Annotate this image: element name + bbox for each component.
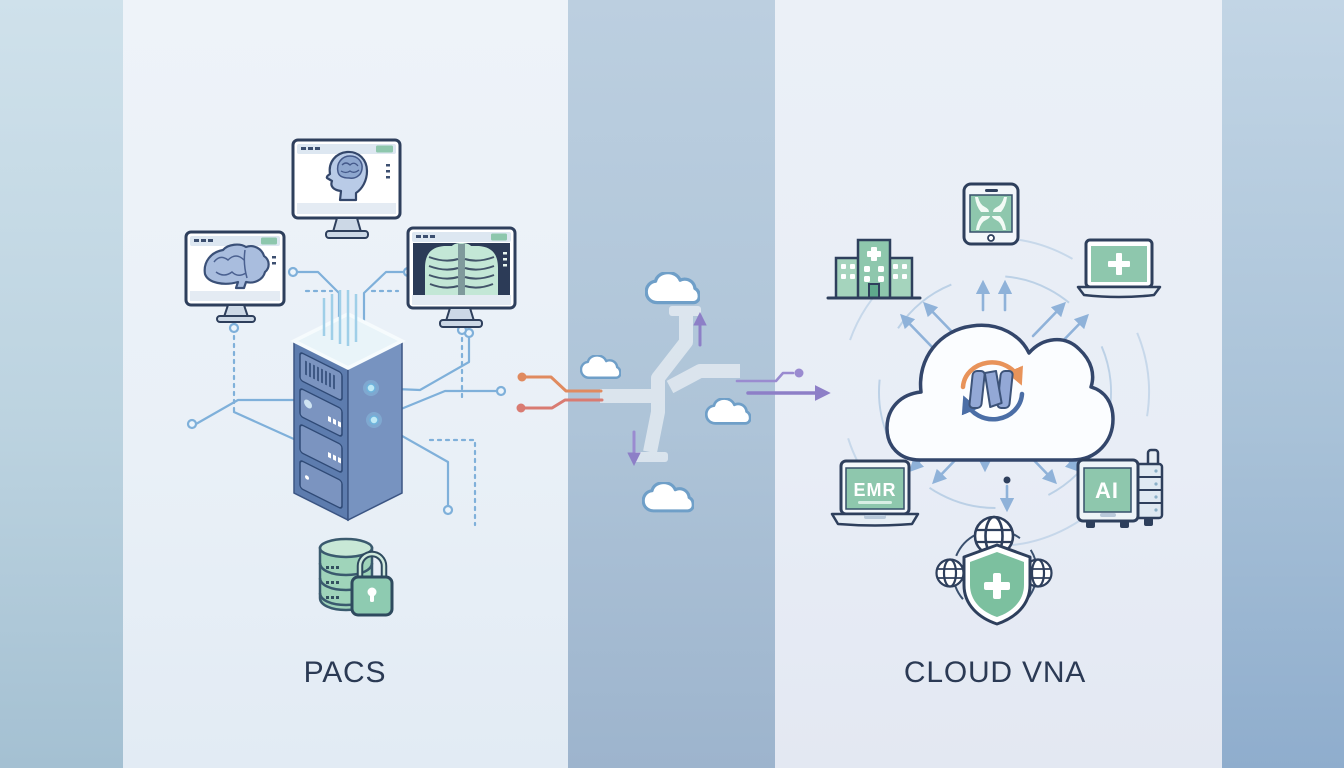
cloud-vna-label: CLOUD VNA — [903, 656, 1087, 689]
sync-icon — [960, 360, 1025, 422]
emr-laptop-icon: EMR — [830, 459, 920, 527]
cloud-vna-panel: EMR AI — [826, 182, 1164, 626]
brain-shape — [203, 243, 270, 290]
pacs-panel — [184, 138, 517, 617]
global-security-shield-icon — [935, 515, 1053, 626]
right-edge-band — [1222, 0, 1344, 768]
padlock-icon — [350, 550, 394, 617]
xray-chest — [425, 243, 498, 295]
server-glow-ports — [363, 380, 382, 428]
brain-scan-monitor-icon — [184, 230, 286, 323]
left-edge-band — [0, 0, 123, 768]
sync-cloud-icon — [885, 323, 1115, 462]
data-pipe-icon — [600, 306, 740, 462]
ai-server-icon: AI — [1076, 448, 1164, 528]
pacs-label: PACS — [303, 656, 387, 689]
outbound-arrows — [627, 311, 831, 467]
emr-screen-text: EMR — [854, 480, 897, 500]
transition-zone — [516, 272, 831, 513]
chest-xray-monitor-icon — [406, 226, 517, 328]
hospital-icon — [826, 238, 922, 300]
vendor-logo-glyph — [968, 370, 1014, 409]
globe-left — [935, 558, 965, 588]
laptop-icon — [1076, 238, 1162, 299]
server-rack-icon — [290, 290, 406, 522]
ai-screen-text: AI — [1095, 478, 1119, 503]
smartphone-icon — [962, 182, 1020, 246]
inbound-circuit-lines — [516, 372, 604, 413]
secure-database-icon — [318, 537, 394, 617]
brain-in-head — [336, 155, 363, 179]
knee-xray — [975, 197, 1007, 230]
connector-dot — [1003, 476, 1011, 484]
brain-profile-monitor-icon — [291, 138, 402, 239]
